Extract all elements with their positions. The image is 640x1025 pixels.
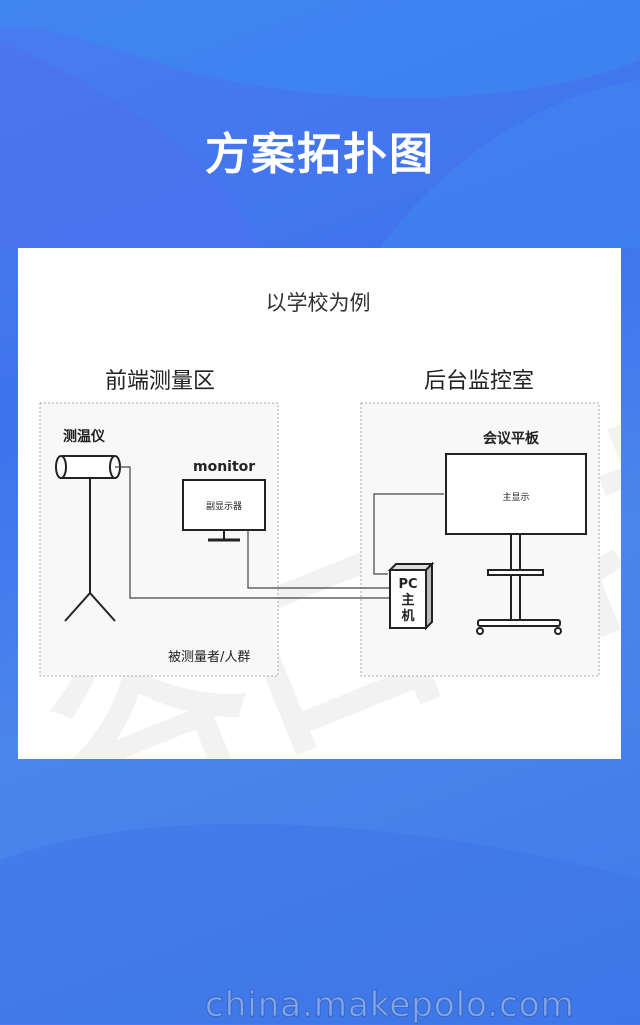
footer-watermark: china.makepolo.com bbox=[205, 985, 575, 1025]
pc-label-line1: PC bbox=[398, 577, 417, 592]
monitor-label: monitor bbox=[193, 459, 255, 475]
thermometer-icon bbox=[55, 455, 121, 622]
people-label: 被测量者/人群 bbox=[168, 650, 250, 665]
sub-monitor-icon bbox=[182, 479, 266, 542]
topology-diagram: 谷口科技 以学校为例 前端测量区 后台监控室 测温仪 monitor 副显示器 … bbox=[18, 291, 621, 759]
conference-tablet-icon bbox=[445, 453, 587, 635]
front-zone-title: 前端测量区 bbox=[105, 369, 215, 394]
connection-lines bbox=[115, 466, 444, 599]
diagram-subtitle: 以学校为例 bbox=[266, 291, 371, 315]
pc-label-line3: 机 bbox=[401, 608, 414, 624]
tablet-label: 会议平板 bbox=[483, 430, 540, 447]
topology-panel: 谷口科技 以学校为例 前端测量区 后台监控室 测温仪 monitor 副显示器 … bbox=[18, 248, 621, 759]
thermometer-label: 测温仪 bbox=[63, 428, 106, 445]
pc-label-line2: 主 bbox=[401, 592, 414, 608]
back-zone-box bbox=[360, 402, 600, 677]
sub-display-label: 副显示器 bbox=[206, 501, 242, 512]
page-title: 方案拓扑图 bbox=[205, 129, 435, 180]
pc-host-icon bbox=[387, 561, 435, 631]
back-zone-title: 后台监控室 bbox=[424, 369, 534, 394]
main-display-label: 主显示 bbox=[502, 491, 529, 503]
